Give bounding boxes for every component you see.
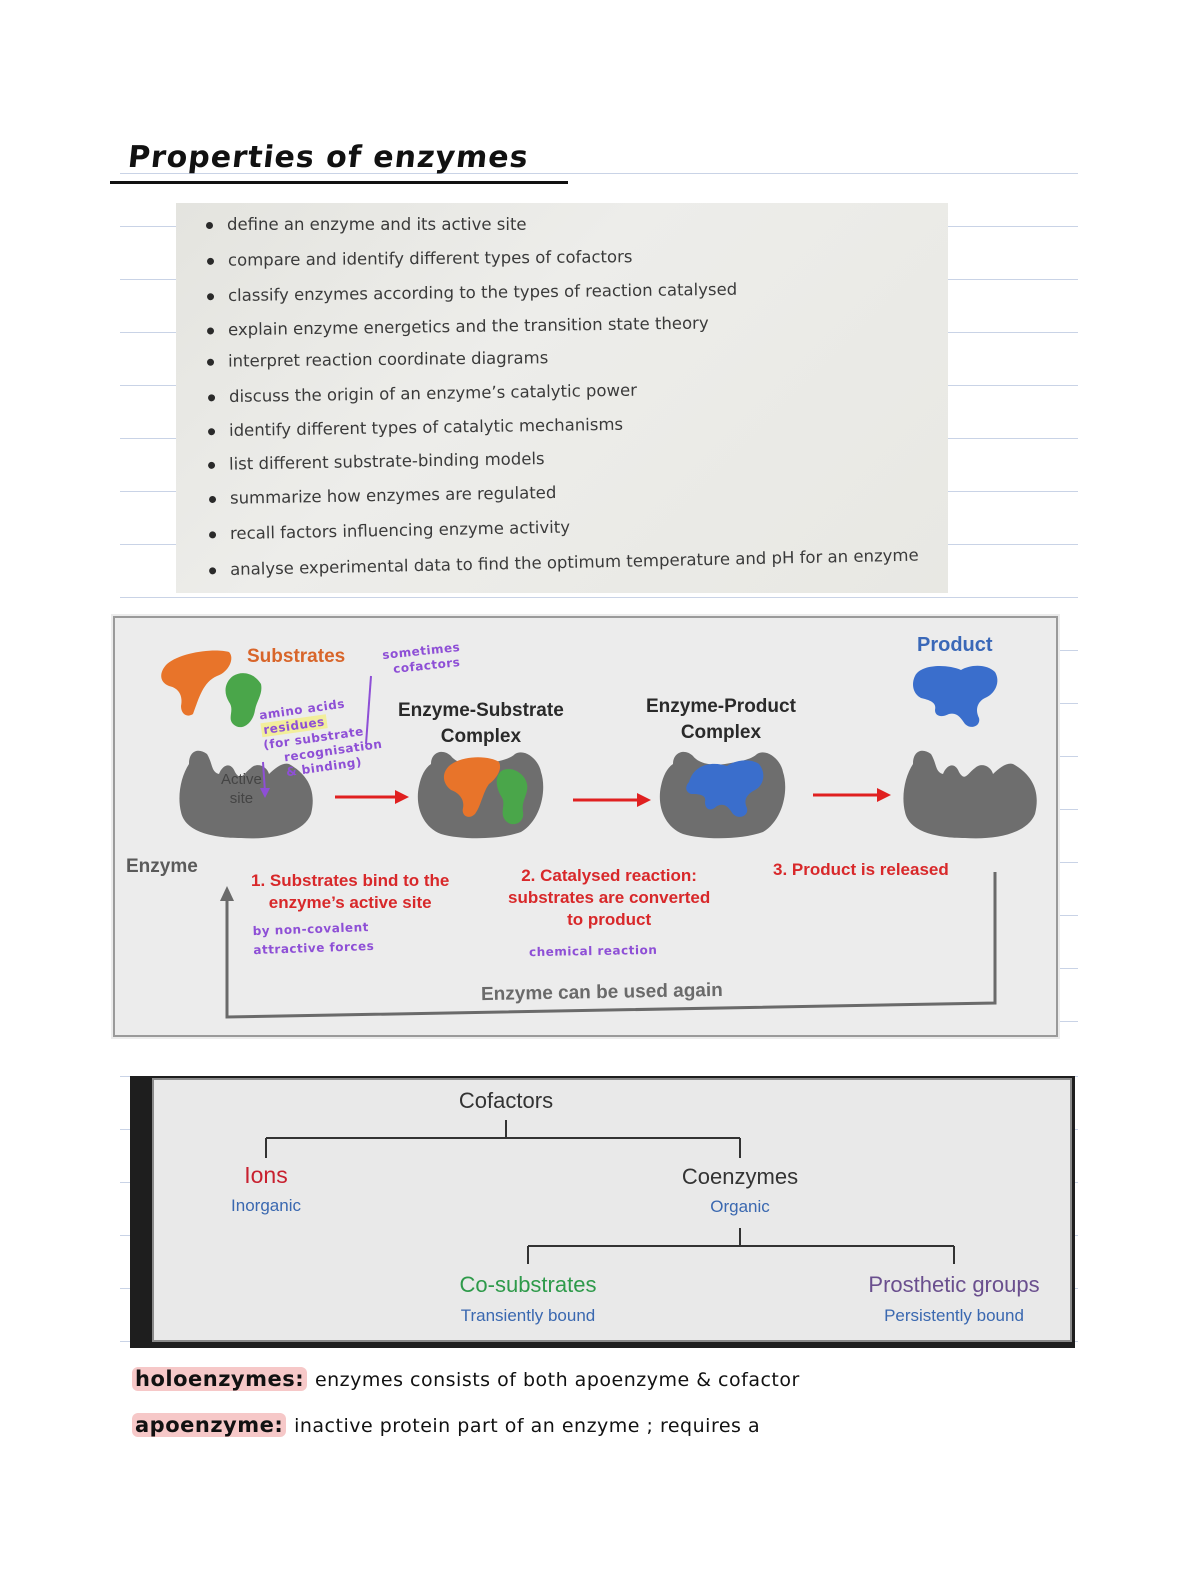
ions-subtitle: Inorganic — [231, 1196, 301, 1215]
apoenzyme-definition: inactive protein part of an enzyme ; req… — [294, 1415, 761, 1437]
objective-item: identify different types of catalytic me… — [207, 415, 623, 441]
note-chemical-reaction: chemical reaction — [528, 942, 658, 960]
objective-item: list different substrate-binding models — [207, 449, 545, 474]
orange-bound-substrate — [443, 757, 501, 817]
cosubstrates-node: Co-substrates — [459, 1272, 597, 1297]
apoenzyme-term: apoenzyme: — [132, 1413, 287, 1437]
substrates-label: Substrates — [247, 646, 346, 667]
objective-item: discuss the origin of an enzyme’s cataly… — [207, 381, 637, 407]
green-substrate-shape — [225, 673, 262, 728]
bullet-icon — [206, 293, 215, 301]
green-bound-substrate — [496, 768, 528, 825]
cofactor-tree-panel: Cofactors Ions Inorganic Coenzymes Organ… — [152, 1078, 1072, 1342]
enzyme-label: Enzyme — [126, 856, 198, 877]
bullet-icon — [207, 428, 216, 436]
page-title: Properties of enzymes — [126, 140, 531, 175]
bullet-icon — [209, 567, 217, 575]
objective-item: define an enzyme and its active site — [206, 215, 527, 234]
holoenzyme-term: holoenzymes: — [132, 1367, 308, 1391]
coenzymes-node: Coenzymes — [681, 1164, 799, 1189]
objective-item: explain enzyme energetics and the transi… — [206, 313, 709, 339]
step2-label: 2. Catalysed reaction:substrates are con… — [508, 866, 711, 929]
product-label: Product — [917, 634, 993, 656]
holoenzyme-definition: enzymes consists of both apoenzyme & cof… — [314, 1369, 800, 1391]
cofactors-root: Cofactors — [458, 1088, 554, 1113]
bullet-icon — [206, 327, 215, 335]
title-underline — [110, 181, 568, 184]
coenzymes-subtitle: Organic — [710, 1197, 770, 1216]
bullet-icon — [206, 257, 215, 265]
holoenzyme-note: holoenzymes: enzymes consists of both ap… — [132, 1367, 800, 1391]
diagram-graphics — [113, 616, 1058, 1037]
objectives-image: define an enzyme and its active site com… — [176, 203, 948, 593]
bullet-icon — [207, 394, 216, 402]
ruled-line — [120, 597, 1078, 598]
objective-item: recall factors influencing enzyme activi… — [208, 518, 570, 544]
blue-bound-product — [686, 760, 764, 817]
bullet-icon — [207, 461, 216, 469]
cosubstrates-subtitle: Transiently bound — [460, 1306, 596, 1325]
apoenzyme-note: apoenzyme: inactive protein part of an e… — [132, 1413, 760, 1437]
prosthetic-subtitle: Persistently bound — [884, 1306, 1024, 1325]
blue-free-product — [913, 665, 998, 727]
objective-item: summarize how enzymes are regulated — [208, 483, 556, 508]
ruled-line — [120, 173, 1078, 174]
bullet-icon — [208, 531, 217, 539]
objective-item: compare and identify different types of … — [206, 247, 633, 270]
bullet-icon — [208, 495, 217, 504]
enzyme-shape-released — [903, 750, 1037, 839]
prosthetic-node: Prosthetic groups — [868, 1272, 1040, 1297]
objective-item: classify enzymes according to the types … — [206, 280, 737, 305]
ions-node: Ions — [244, 1162, 288, 1188]
enzyme-shape-free — [179, 750, 313, 839]
step3-label: 3. Product is released — [773, 860, 949, 879]
objective-item: interpret reaction coordinate diagrams — [206, 348, 548, 371]
bullet-icon — [206, 358, 215, 366]
orange-substrate-shape — [161, 650, 232, 716]
cofactor-tree-image: Cofactors Ions Inorganic Coenzymes Organ… — [130, 1076, 1075, 1348]
reuse-label: Enzyme can be used again — [480, 979, 723, 1006]
tree-connectors — [152, 1078, 1072, 1342]
bullet-icon — [206, 222, 213, 229]
objective-item: analyse experimental data to find the op… — [209, 546, 919, 580]
